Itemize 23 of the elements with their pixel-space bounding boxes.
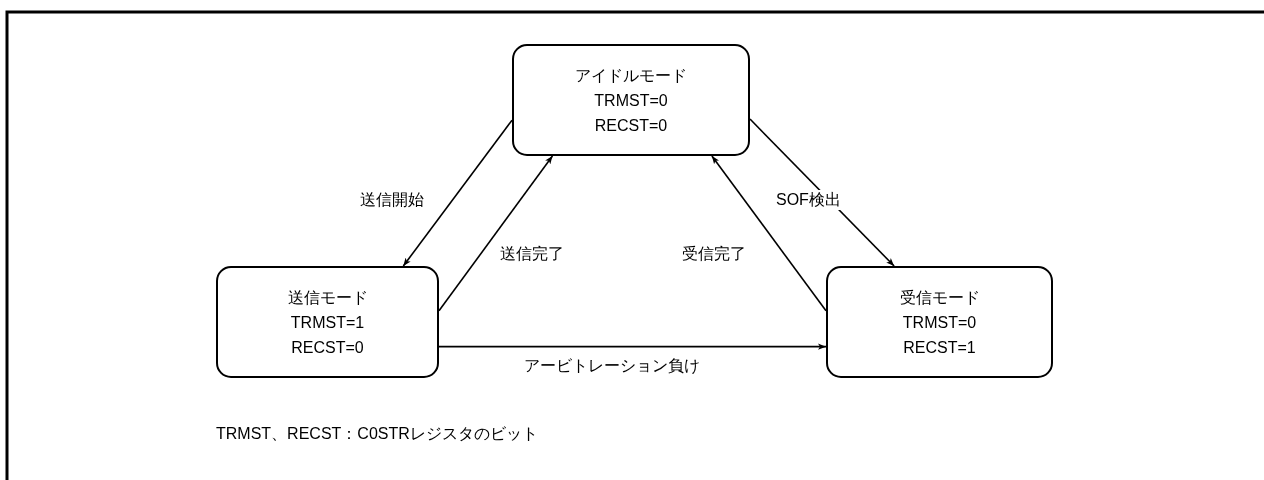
state-name: 受信モード — [899, 287, 980, 308]
edge-label: 受信完了 — [682, 244, 746, 264]
state-box — [826, 266, 1053, 378]
register-value: TRMST=0 — [594, 90, 668, 111]
state-name: 送信モード — [287, 287, 368, 308]
arrow — [749, 118, 895, 267]
edge-label: 送信開始 — [360, 190, 424, 210]
state-box — [512, 44, 750, 156]
arrow — [402, 119, 513, 267]
footnote: TRMST、RECST：C0STRレジスタのビット — [216, 424, 538, 444]
arrow — [438, 343, 827, 350]
register-value: TRMST=0 — [902, 312, 977, 333]
arrow — [438, 155, 554, 312]
edge-label: SOF検出 — [776, 190, 841, 210]
state-name: アイドルモード — [575, 65, 687, 86]
register-value: RECST=0 — [291, 337, 364, 358]
register-value: RECST=0 — [594, 115, 668, 136]
edge-label: 送信完了 — [500, 244, 564, 264]
register-value: TRMST=1 — [290, 312, 365, 333]
edge-label: アービトレーション負け — [524, 356, 700, 376]
arrow — [711, 155, 827, 312]
state-box — [216, 266, 439, 378]
register-value: RECST=1 — [903, 337, 976, 358]
